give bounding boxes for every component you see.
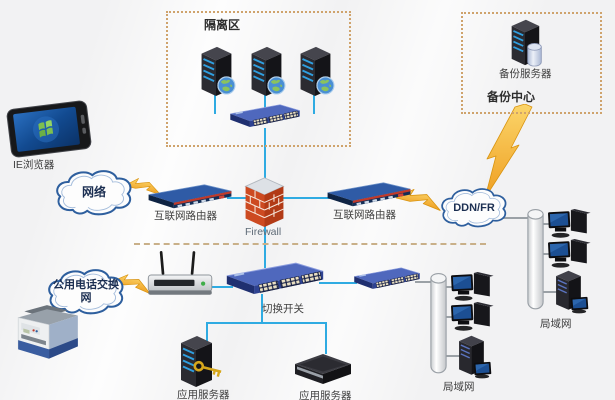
connector-line [415,281,433,283]
network-switch-icon [353,266,421,292]
ddn-fr-cloud: DDN/FR [436,183,512,233]
pstn-label-line1: 公用电话交换 [53,279,119,292]
internet-cloud: 网络 [49,166,139,220]
connector-line [543,291,557,293]
server-tower-pc-icon [551,269,593,315]
pstn-cloud: 公用电话交换 网 [42,265,130,319]
backup-zone-title: 备份中心 [487,90,536,104]
connector-line [313,92,315,114]
firewall-label: Firewall [245,226,282,238]
router-icon [325,181,413,208]
connector-line [543,223,553,225]
main-switch-label: 切换开关 [262,303,304,315]
globe-icon [217,76,236,95]
database-cylinder-icon [526,42,543,67]
backup-server-label: 备份服务器 [499,68,552,80]
app-server-left-label: 应用服务器 [177,389,230,400]
connector-line [446,355,460,357]
connector-line [446,286,456,288]
connector-line [206,322,327,324]
router-left-label: 互联网路由器 [154,210,217,222]
firewall-brick-icon [242,175,287,228]
connector-line [325,322,327,354]
connector-line [206,322,208,342]
network-switch-icon [225,261,325,298]
ddn-fr-label: DDN/FR [453,201,495,214]
printer-icon [12,303,84,367]
connector-line [207,286,233,288]
ie-browser-label: IE浏览器 [13,159,55,171]
server-tower-pc-icon [454,334,496,380]
internet-cloud-label: 网络 [81,185,106,200]
app-server-right-label: 应用服务器 [299,390,352,400]
dmz-zone-box: 隔离区 [166,11,351,147]
lan-backbone-cylinder-icon [526,204,545,312]
lan-backbone-cylinder-icon [429,267,448,377]
connector-line [283,197,330,199]
connector-line [261,294,263,322]
section-divider [134,243,486,245]
lan-left-label: 局域网 [443,381,475,393]
connector-line [543,253,553,255]
desktop-pc-icon [450,272,494,302]
connector-line [227,197,249,199]
lan-right-label: 局域网 [540,318,572,330]
globe-icon [267,76,286,95]
router-icon [146,183,234,210]
connector-line [319,282,357,284]
globe-icon [316,76,335,95]
connector-line [446,316,456,318]
connector-line [264,128,266,178]
backup-zone-box: 备份中心 [461,12,602,114]
connector-line [502,217,530,219]
network-switch-icon [229,103,301,130]
wireless-router-icon [145,250,217,300]
pstn-label-line2: 网 [80,292,92,304]
desktop-pc-icon [450,302,494,332]
dmz-zone-title: 隔离区 [204,18,241,32]
desktop-pc-icon [547,209,591,239]
connector-line [264,92,266,114]
router-right-label: 互联网路由器 [333,209,396,221]
compact-server-icon [292,350,354,386]
connector-line [214,92,216,114]
tablet-ie-icon [5,99,93,159]
desktop-pc-icon [547,239,591,269]
